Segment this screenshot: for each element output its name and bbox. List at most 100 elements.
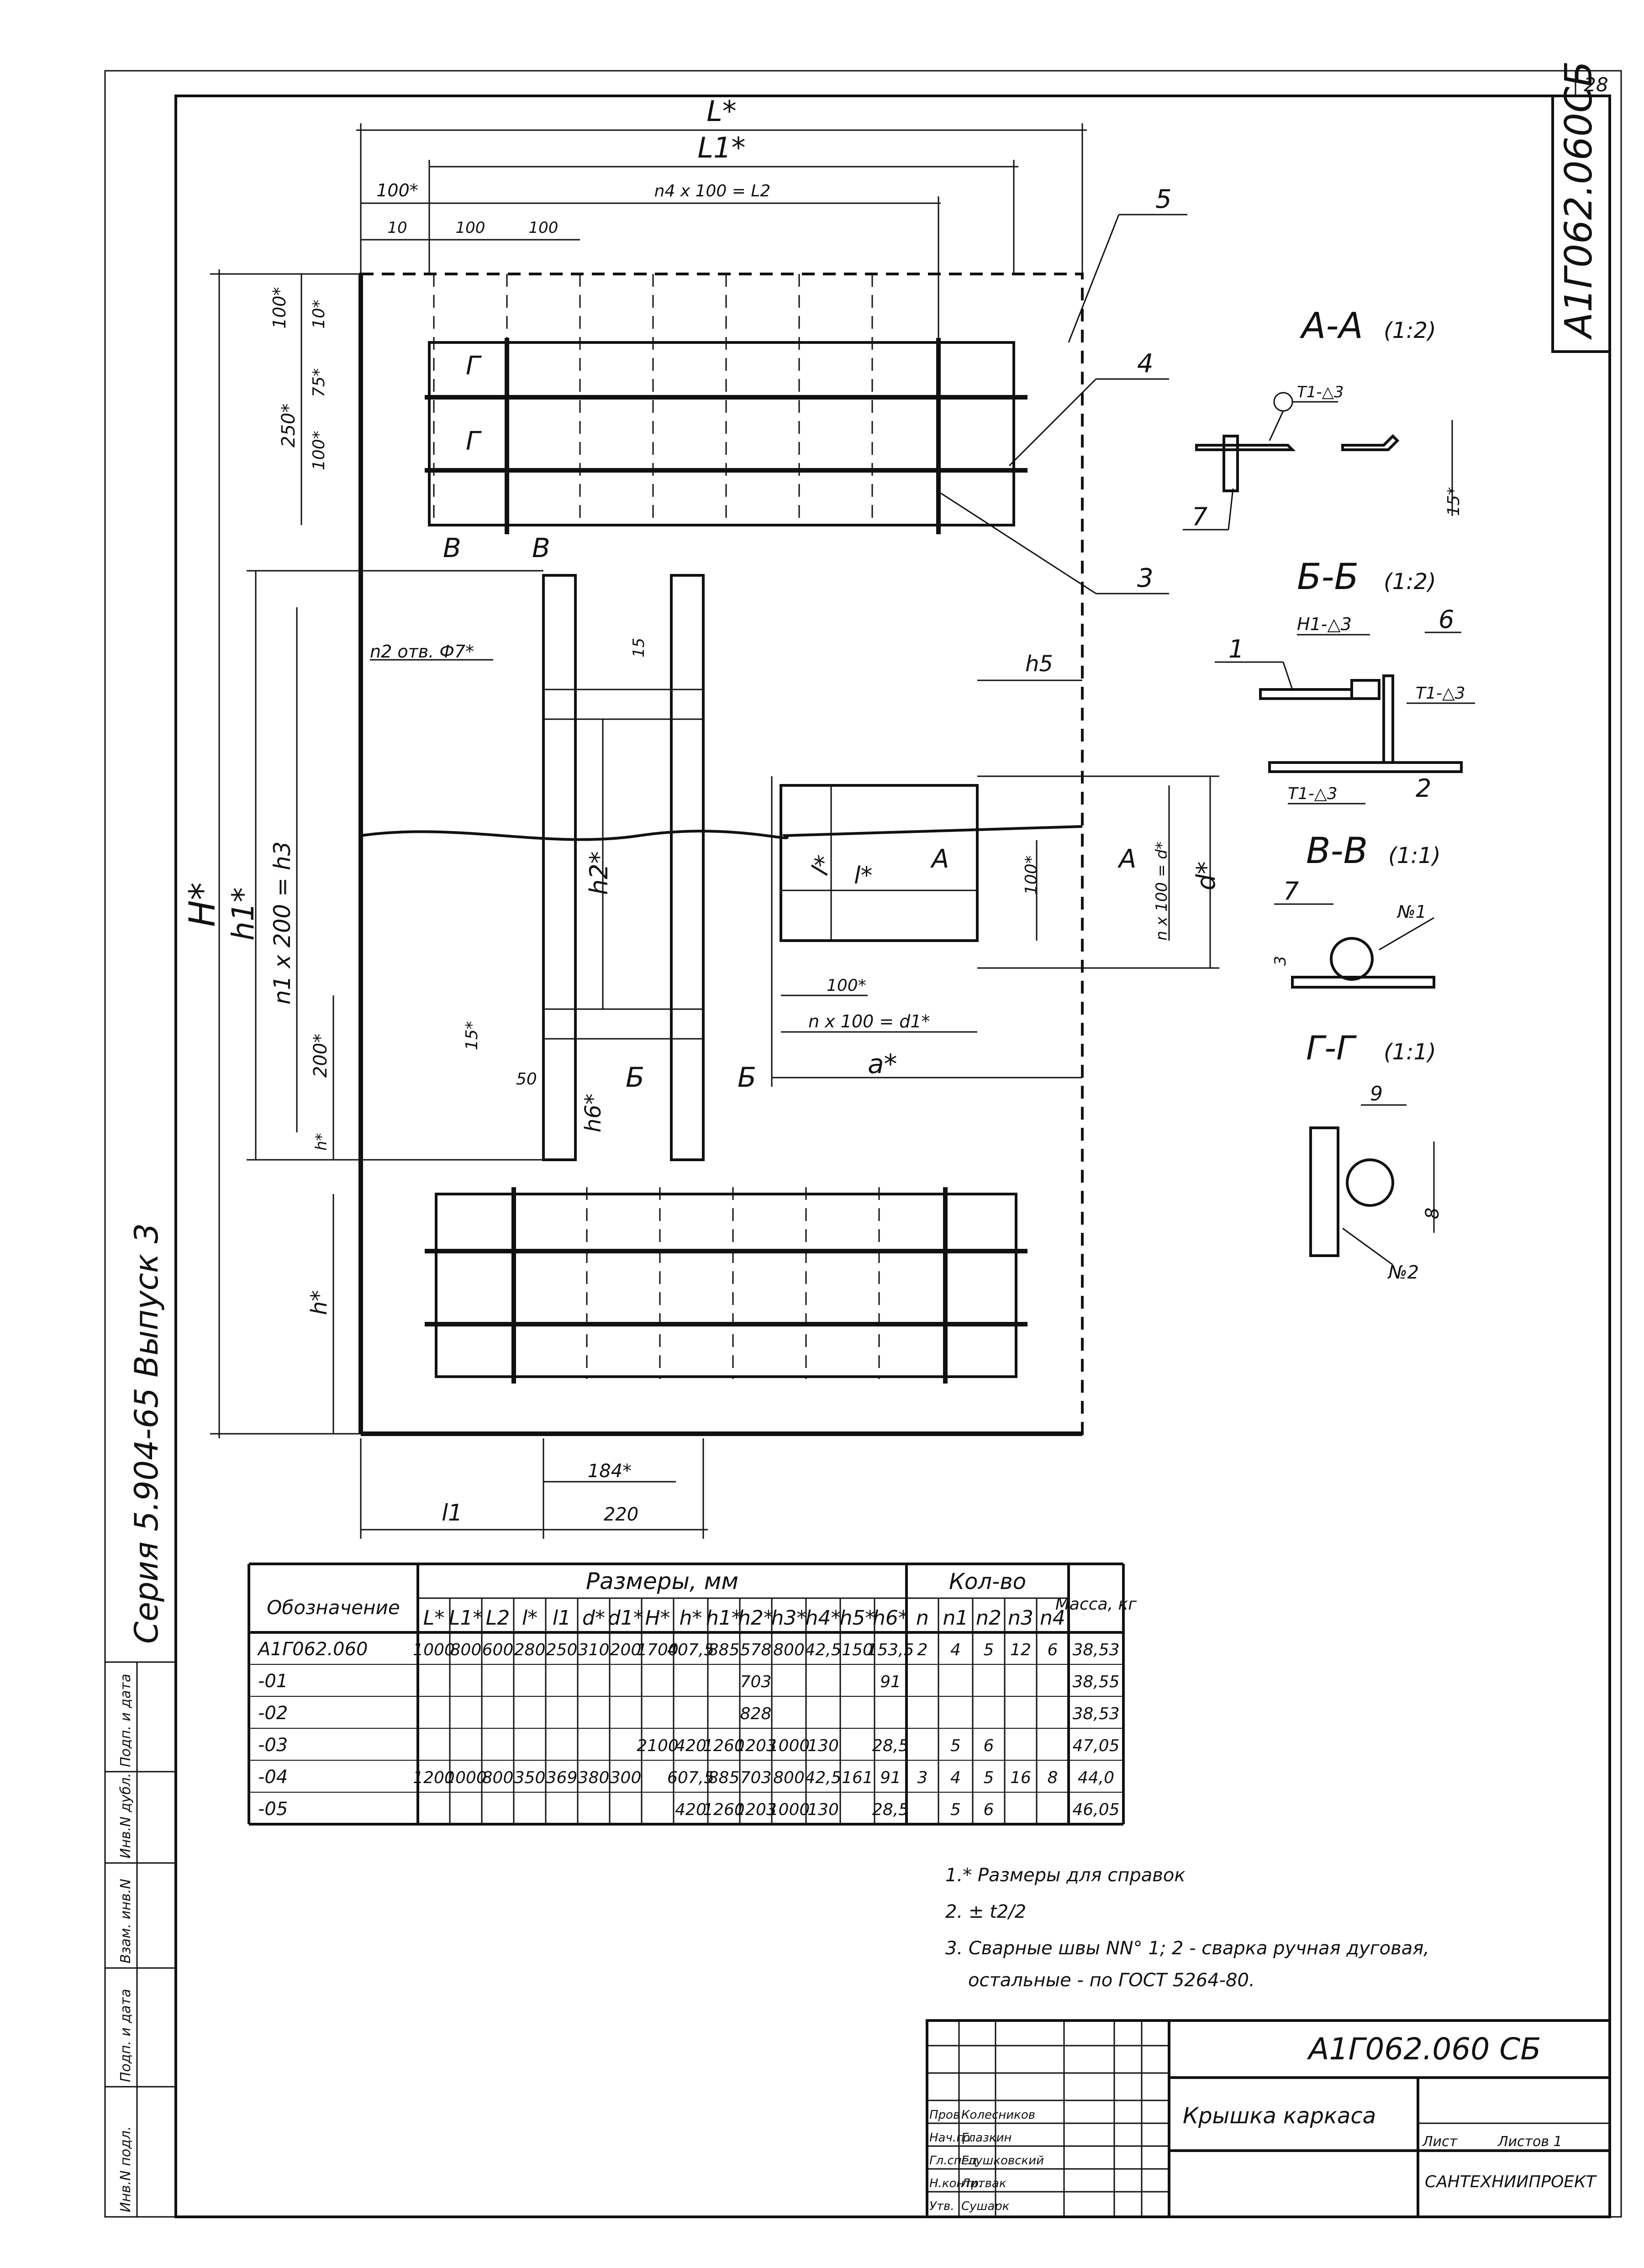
svg-text:А-А: А-А xyxy=(1299,305,1363,347)
table-cell: 885 xyxy=(708,1768,740,1787)
table-cell: 300 xyxy=(610,1768,642,1787)
section-gg: Г-Г (1:1) 9 8 №2 xyxy=(1306,1029,1443,1283)
table-col-mass: Масса, кг xyxy=(1055,1595,1137,1614)
table-cell: 420 xyxy=(675,1737,706,1755)
table-cell: 6 xyxy=(984,1737,994,1755)
section-bb: Б-Б (1:2) 1 Н1-△3 6 Т1-△3 Т1-△3 2 xyxy=(1215,557,1475,805)
table-header-9: h1* xyxy=(706,1606,742,1630)
top-frame-assembly xyxy=(425,274,1028,534)
holes-note: n2 отв. Ф7* xyxy=(370,642,474,662)
table-cell: 885 xyxy=(708,1641,740,1659)
table-header-10: h2* xyxy=(738,1606,774,1630)
section-mark-A-left: А xyxy=(930,844,949,874)
callout-4: 4 xyxy=(1137,349,1154,379)
svg-text:10: 10 xyxy=(387,219,407,237)
table-header-12: h4* xyxy=(806,1606,841,1630)
table-cell: -02 xyxy=(258,1703,288,1724)
svg-text:3: 3 xyxy=(1271,956,1290,966)
section-mark-A-right: А xyxy=(1117,844,1136,874)
table-cell: 407,5 xyxy=(667,1641,714,1659)
svg-text:2: 2 xyxy=(1416,774,1431,803)
section-mark-V-right: В xyxy=(532,532,550,563)
table-cell: 703 xyxy=(740,1768,772,1787)
title-block-code: А1Г062.060 СБ xyxy=(1307,2031,1541,2067)
svg-text:Литвак: Литвак xyxy=(961,2177,1006,2190)
svg-text:l*: l* xyxy=(806,852,838,879)
interior-annotations: Г Г В В n2 отв. Ф7* 15 h2* h5 l* l* А А … xyxy=(370,351,1221,1132)
plan-view: L* L1* n4 x 100 = L2 100* 10 100 100 H* … xyxy=(182,95,1221,1539)
svg-text:7: 7 xyxy=(1192,502,1207,531)
svg-text:№1: №1 xyxy=(1396,902,1427,922)
title-block-org: САНТЕХНИИПРОЕКТ xyxy=(1425,2173,1597,2191)
table-cell: -03 xyxy=(258,1735,288,1756)
table-cell: -01 xyxy=(258,1671,288,1692)
svg-text:h*: h* xyxy=(312,1133,331,1151)
section-vv: В-В (1:1) 7 3 №1 xyxy=(1271,831,1441,989)
svg-text:184*: 184* xyxy=(588,1461,632,1482)
bottom-frame-assembly xyxy=(425,1187,1028,1384)
table-cell: А1Г062.060 xyxy=(257,1639,368,1660)
table-header-0: L* xyxy=(423,1606,445,1630)
title-block: А1Г062.060 СБ Крышка каркаса Лист Листов… xyxy=(926,2019,1611,2218)
svg-text:Инв.N дубл.: Инв.N дубл. xyxy=(118,1773,134,1858)
table-cell: 130 xyxy=(807,1800,839,1819)
section-aa: А-А (1:2) Т1-△3 15* 7 xyxy=(1183,305,1463,531)
table-header-8: h* xyxy=(680,1606,702,1630)
svg-text:Инв.N подл.: Инв.N подл. xyxy=(118,2126,134,2212)
item-callouts: 5 4 3 xyxy=(940,184,1187,595)
svg-text:15*: 15* xyxy=(1444,487,1463,516)
dim-L1: L1* xyxy=(698,131,746,164)
note-3: 3. Сварные швы NN° 1; 2 - сварка ручная … xyxy=(945,1938,1429,1959)
table-header-19: n4 xyxy=(1040,1606,1065,1630)
table-cell: 2100 xyxy=(637,1737,679,1755)
table-cell: 1000 xyxy=(768,1737,810,1755)
table-cell: 310 xyxy=(578,1641,610,1659)
table-cell: 2 xyxy=(917,1641,928,1659)
svg-text:a*: a* xyxy=(868,1048,897,1079)
table-cell: 38,53 xyxy=(1072,1705,1119,1723)
svg-text:Колесников: Колесников xyxy=(961,2108,1035,2122)
table-cell: 16 xyxy=(1010,1768,1031,1787)
table-cell: 280 xyxy=(514,1641,546,1659)
table-cell: 91 xyxy=(880,1673,901,1691)
notes: 1.* Размеры для справок 2. ± t2/2 3. Сва… xyxy=(945,1865,1429,1991)
svg-text:100: 100 xyxy=(529,219,559,237)
svg-text:Т1-△3: Т1-△3 xyxy=(1416,684,1465,703)
section-mark-B-left: Б xyxy=(626,1062,644,1094)
table-cell: 4 xyxy=(950,1641,961,1659)
section-mark-G-top: Г xyxy=(466,351,482,381)
table-header-17: n2 xyxy=(976,1606,1001,1630)
svg-text:Н1-△3: Н1-△3 xyxy=(1297,614,1352,634)
table-header-14: h6* xyxy=(873,1606,908,1630)
svg-text:15*: 15* xyxy=(463,1021,481,1050)
table-cell: 153,5 xyxy=(867,1641,914,1659)
svg-text:Нач.гр.: Нач.гр. xyxy=(929,2131,974,2145)
svg-text:15: 15 xyxy=(630,638,648,658)
vertical-designation: А1Г062.060СБ xyxy=(1557,61,1601,340)
table-cell: 578 xyxy=(740,1641,772,1659)
top-dimensions: L* L1* n4 x 100 = L2 100* 10 100 100 xyxy=(356,95,1087,338)
table-cell: 130 xyxy=(807,1737,839,1755)
dim-H: H* xyxy=(182,882,223,927)
svg-text:100*: 100* xyxy=(1022,855,1041,895)
table-cell: 28,5 xyxy=(872,1800,909,1819)
svg-text:8: 8 xyxy=(1422,1208,1443,1219)
table-header-16: n1 xyxy=(943,1606,969,1630)
dim-100-star: 100* xyxy=(376,180,418,200)
table-cell: 5 xyxy=(950,1800,961,1819)
table-cell: 3 xyxy=(917,1768,928,1787)
svg-text:№2: №2 xyxy=(1387,1262,1419,1283)
svg-text:Б-Б: Б-Б xyxy=(1297,557,1359,598)
table-cell: 800 xyxy=(450,1641,482,1659)
table-cell: 1200 xyxy=(413,1768,455,1787)
note-2: 2. ± t2/2 xyxy=(945,1901,1026,1922)
svg-text:d*: d* xyxy=(1191,861,1221,890)
svg-text:1: 1 xyxy=(1228,635,1244,663)
svg-text:Г-Г: Г-Г xyxy=(1306,1029,1357,1067)
table-group-qty: Кол-во xyxy=(949,1569,1026,1594)
table-cell: 161 xyxy=(842,1768,873,1787)
table-cell: 200 xyxy=(610,1641,642,1659)
callout-5: 5 xyxy=(1155,184,1172,214)
section-mark-B-right: Б xyxy=(738,1062,756,1094)
